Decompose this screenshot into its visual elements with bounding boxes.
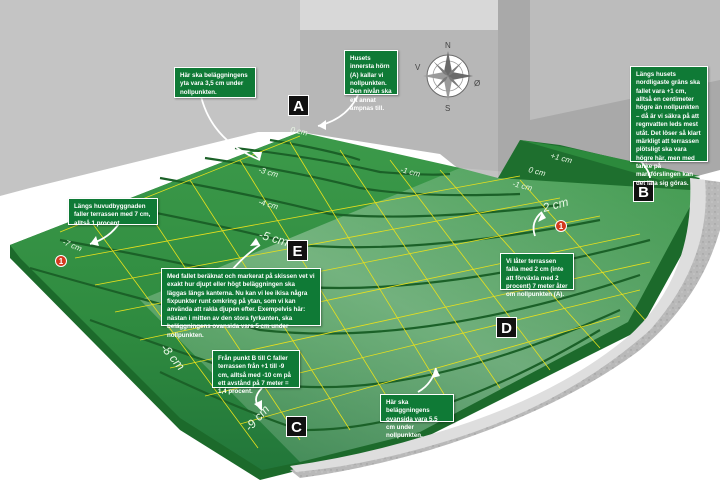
level-label: 0 cm — [528, 165, 547, 178]
marker-a: A — [288, 95, 309, 116]
compass-rose-icon: N S V Ø — [415, 41, 480, 113]
level-label: 0 cm — [290, 125, 309, 137]
callout-fixpoints: Med fallet beräknat och markerat på skis… — [161, 268, 321, 339]
back-wall-top — [300, 0, 498, 30]
deck-highlight — [140, 168, 700, 462]
callout-zero-point: Husets innersta hörn (A) kallar vi nollp… — [344, 50, 398, 112]
house-walls — [0, 0, 720, 196]
callout-house-fall: Längs huvudbyggnaden faller terrassen me… — [68, 198, 158, 227]
curb-top — [290, 178, 706, 472]
marker-b: B — [633, 181, 654, 202]
number-badge: 1 — [555, 220, 567, 232]
callout-b-to-c: Från punkt B till C faller terrassen frå… — [212, 350, 300, 395]
raised-step-top — [520, 140, 700, 180]
callout-north-edge: Längs husets nordligaste gräns ska falle… — [630, 66, 708, 187]
callout-surface-offset: Här ska beläggningens ovansida vara 5,5 … — [380, 394, 454, 439]
compass-o: Ø — [474, 79, 480, 88]
marker-d: D — [496, 317, 517, 338]
marker-c: C — [286, 416, 307, 437]
callout-two-cm-fall: Vi låter terrassen falla med 2 cm (inte … — [500, 253, 574, 298]
back-wall — [0, 0, 300, 196]
marker-e: E — [287, 240, 308, 261]
callout-surface-level: Här ska beläggningens yta vara 3,5 cm un… — [174, 67, 256, 98]
compass-s: S — [445, 104, 450, 113]
number-badge: 1 — [55, 255, 67, 267]
level-label: 2 cm — [540, 195, 570, 216]
arrow-heads — [90, 120, 546, 410]
compass-v: V — [415, 63, 421, 72]
compass-n: N — [445, 41, 451, 50]
